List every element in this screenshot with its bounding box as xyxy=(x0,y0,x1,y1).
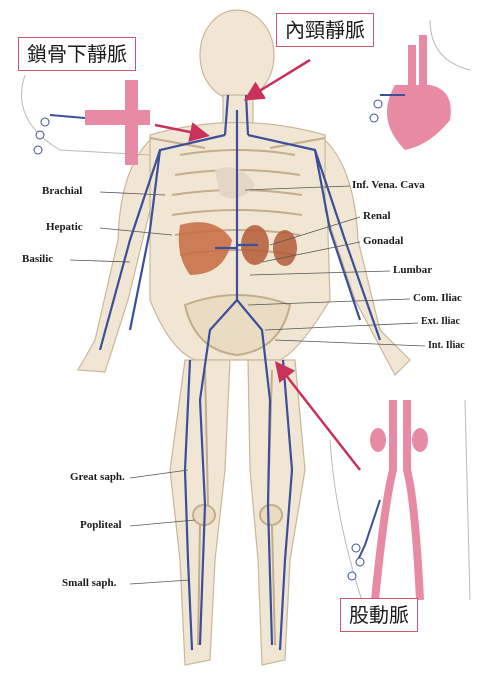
label-com-iliac: Com. Iliac xyxy=(413,292,462,304)
subclavian-vein-callout: 鎖骨下靜脈 xyxy=(18,37,136,71)
femoral-inset xyxy=(330,400,470,610)
label-small-saph: Small saph. xyxy=(62,577,116,589)
femoral-artery-callout: 股動脈 xyxy=(340,598,418,632)
label-gonadal: Gonadal xyxy=(363,235,403,247)
label-lumbar: Lumbar xyxy=(393,264,432,276)
label-popliteal: Popliteal xyxy=(80,519,122,531)
heart-inset xyxy=(370,20,470,150)
label-ext-iliac: Ext. Iliac xyxy=(421,316,460,327)
label-renal: Renal xyxy=(363,210,391,222)
label-hepatic: Hepatic xyxy=(46,221,83,233)
internal-jugular-vein-callout: 內頸靜脈 xyxy=(276,13,374,47)
label-brachial: Brachial xyxy=(42,185,82,197)
label-int-iliac: Int. Iliac xyxy=(428,340,465,351)
label-basilic: Basilic xyxy=(22,253,53,265)
label-great-saph: Great saph. xyxy=(70,471,125,483)
label-inf-vena-cava: Inf. Vena. Cava xyxy=(352,179,425,191)
subclavian-inset xyxy=(22,75,150,165)
